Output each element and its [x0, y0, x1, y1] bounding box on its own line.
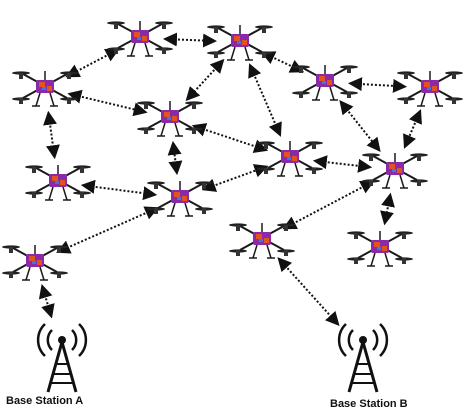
drone-icon: [206, 24, 274, 61]
link-d1-d3: [65, 48, 120, 78]
drone-icon: [396, 70, 464, 107]
drone-icon: [136, 100, 204, 137]
drone-icon: [361, 152, 429, 189]
link-d7-d8: [380, 192, 395, 226]
drone-icon: [228, 222, 296, 259]
link-d12-d13: [56, 206, 159, 254]
drone-icon: [24, 164, 92, 201]
link-d6-d7: [339, 99, 381, 153]
drone-icon: [146, 180, 214, 217]
link-d1-d2: [162, 32, 218, 48]
link-d3-d11: [43, 110, 60, 160]
drones-layer: [1, 20, 464, 281]
link-d12-d9: [201, 164, 269, 192]
drone-icon: [256, 140, 324, 177]
link-d2-d6: [260, 51, 305, 73]
link-d7-d10: [282, 180, 375, 230]
base-station-b-label: Base Station B: [330, 398, 408, 410]
drone-icon: [291, 64, 359, 101]
link-d5-d9: [191, 123, 269, 153]
link-d6-d4: [347, 77, 408, 93]
base-station-a-label: Base Station A: [6, 395, 84, 407]
drone-icon: [106, 20, 174, 57]
link-d4-d7: [403, 109, 422, 149]
base-station-b-tower-icon: [337, 322, 389, 394]
link-d11-d12: [80, 179, 158, 201]
link-d9-d7: [312, 155, 373, 173]
links-layer: [38, 32, 422, 327]
link-d3-d5: [67, 89, 148, 117]
drone-icon: [346, 230, 414, 267]
link-d13-bsA: [38, 284, 55, 319]
drone-icon: [1, 244, 69, 281]
link-d10-bsB: [277, 257, 340, 327]
link-d2-d5: [185, 58, 225, 102]
link-d2-d9: [248, 63, 282, 137]
towers-layer: [36, 322, 389, 394]
link-d12-d5: [167, 140, 183, 176]
drone-icon: [11, 70, 79, 107]
base-station-a-tower-icon: [36, 322, 88, 394]
